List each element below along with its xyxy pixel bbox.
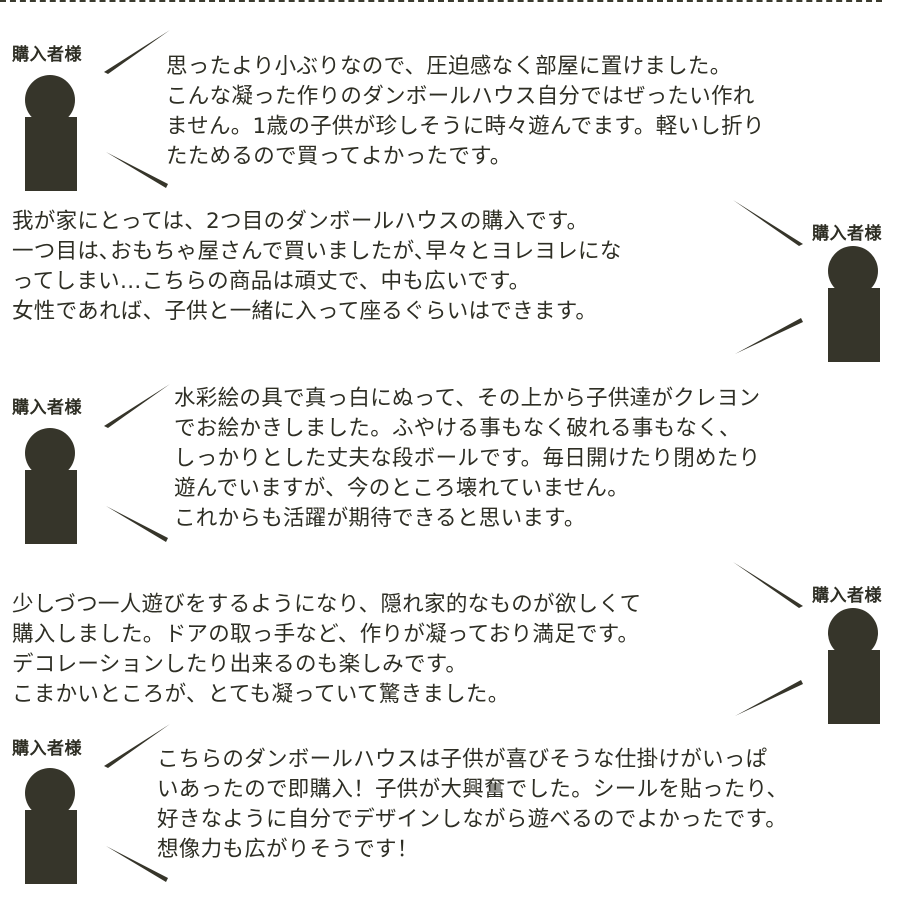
person-icon xyxy=(25,768,77,918)
reviewer-label: 購入者様 xyxy=(812,224,882,244)
speech-mark-icon xyxy=(733,562,803,716)
review-text: 少しづつ一人遊びをするようになり、隠れ家的なものが欲しくて購入しました。ドアの取… xyxy=(12,592,642,707)
review-text: 思ったより小ぶりなので、圧迫感なく部屋に置けました。こんな凝った作りのダンボール… xyxy=(166,54,765,169)
speech-mark-icon xyxy=(104,724,170,882)
top-dashed-rule xyxy=(0,0,882,2)
person-icon xyxy=(828,246,880,396)
reviewer-label: 購入者様 xyxy=(12,398,82,418)
reviewer-label: 購入者様 xyxy=(12,45,82,65)
person-icon xyxy=(25,428,77,578)
person-icon xyxy=(828,608,880,758)
speech-mark-icon xyxy=(733,200,803,354)
review-text: 我が家にとっては、2つ目のダンボールハウスの購入です。一つ目は､おもちゃ屋さんで… xyxy=(12,209,622,324)
person-icon xyxy=(25,75,77,225)
reviewer-label: 購入者様 xyxy=(812,586,882,606)
speech-mark-icon xyxy=(104,384,170,542)
review-text: 水彩絵の具で真っ白にぬって、その上から子供達がクレヨンでお絵かきしました。ふやけ… xyxy=(174,386,761,531)
reviewer-label: 購入者様 xyxy=(12,739,82,759)
speech-mark-icon xyxy=(104,30,170,188)
review-text: こちらのダンボールハウスは子供が喜びそうな仕掛けがいっぱいあったので即購入！子供… xyxy=(157,747,789,862)
